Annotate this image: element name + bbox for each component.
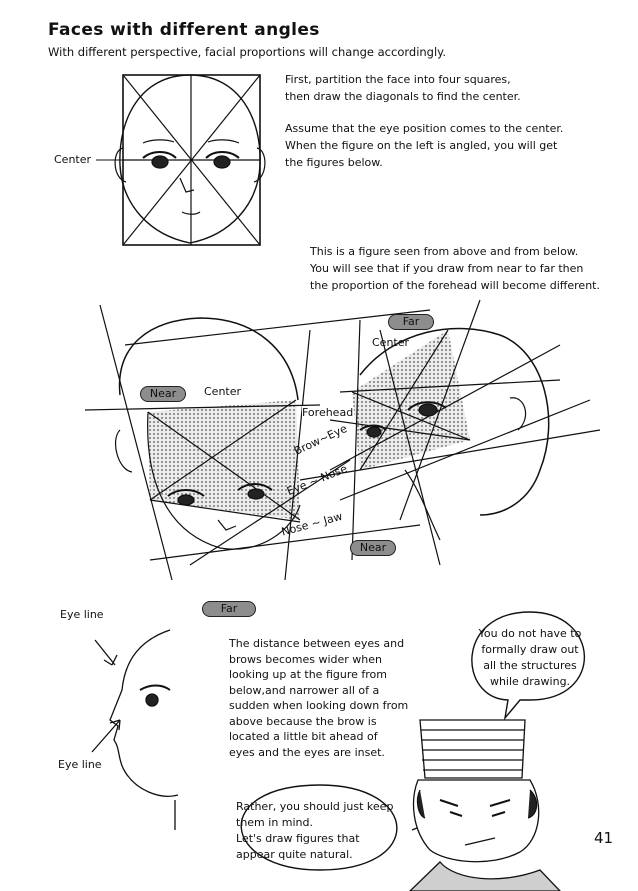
profile-face-drawing xyxy=(91,629,179,830)
near-pill-left: Near xyxy=(140,386,186,402)
eye-line-label-bottom: Eye line xyxy=(58,758,102,771)
page-number: 41 xyxy=(594,829,614,847)
front-face-diagram xyxy=(96,74,266,246)
eye-line-label-top: Eye line xyxy=(60,608,104,621)
center-label: Center xyxy=(54,153,92,166)
low-angle-face-diagram xyxy=(84,304,431,581)
high-angle-face-diagram xyxy=(299,299,601,566)
forehead-label: Forehead xyxy=(302,406,354,419)
page-subtitle: With different perspective, facial propo… xyxy=(48,45,446,59)
center-label-left: Center xyxy=(204,385,242,398)
page-title: Faces with different angles xyxy=(48,20,320,40)
speech-bubbles xyxy=(240,611,586,871)
intro-paragraph-1: First, partition the face into four squa… xyxy=(285,73,521,103)
center-label-right: Center xyxy=(372,336,410,349)
explanation-paragraph: The distance between eyes and brows beco… xyxy=(229,637,409,759)
far-pill-right: Far xyxy=(388,314,434,330)
speech-bubble-bottom: Rather, you should just keep them in min… xyxy=(236,800,394,861)
intro-paragraph-3: This is a figure seen from above and fro… xyxy=(310,245,600,292)
character-illustration xyxy=(409,719,561,891)
far-pill-bottom: Far xyxy=(202,601,256,617)
intro-paragraph-2: Assume that the eye position comes to th… xyxy=(285,122,564,169)
near-pill-right: Near xyxy=(350,540,396,556)
speech-bubble-right: You do not have to formally draw out all… xyxy=(478,627,582,688)
